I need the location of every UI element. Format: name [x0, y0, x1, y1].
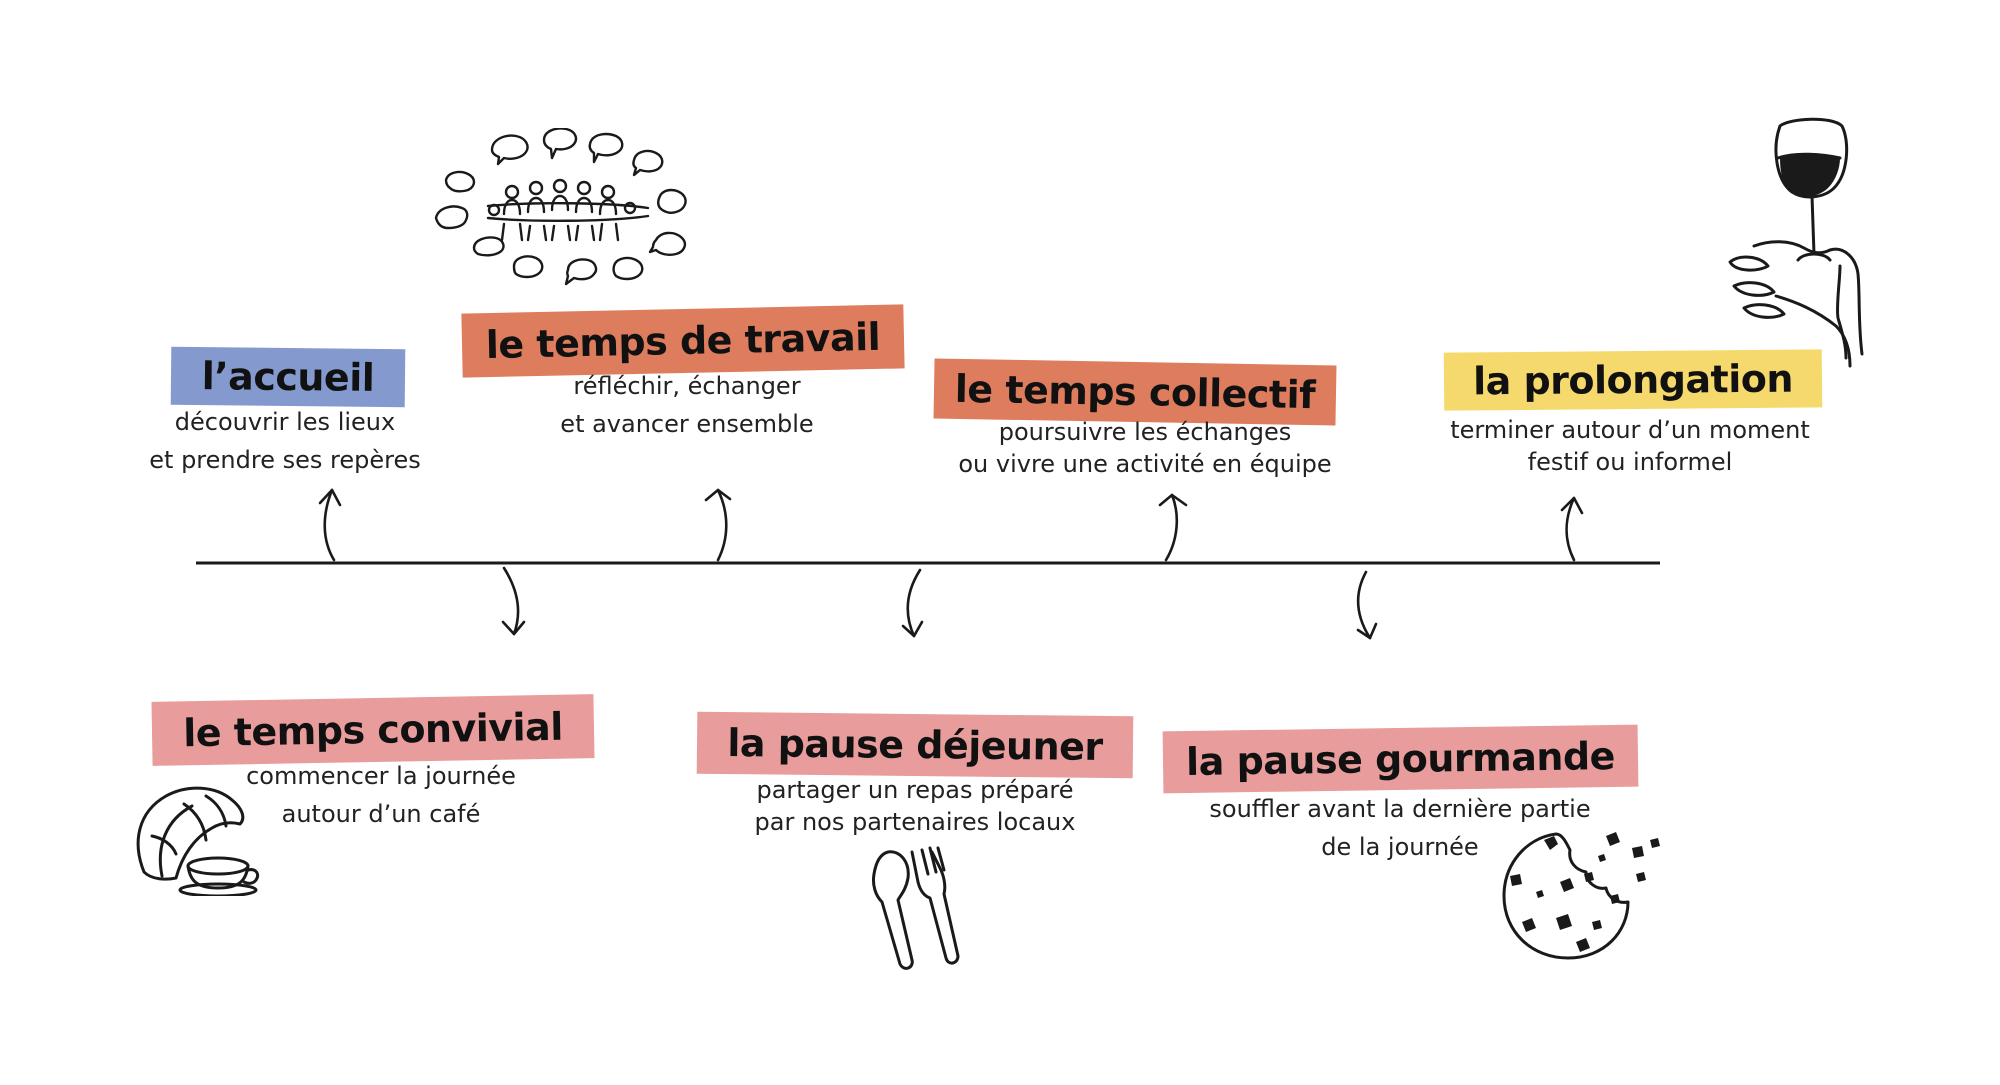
arrow-down-gourmande — [1356, 570, 1378, 640]
step-title-accueil: l’accueil — [170, 346, 406, 408]
step-title-convivial: le temps convivial — [151, 694, 595, 766]
step-title-dejeuner: la pause déjeuner — [696, 711, 1134, 779]
step-description-convivial: commencer la journée autour d’un café — [206, 757, 556, 833]
step-description-prolongation: terminer autour d’un moment festif ou in… — [1420, 414, 1840, 478]
description-line: souffler avant la dernière partie — [1209, 795, 1591, 823]
step-title-text: la pause déjeuner — [727, 721, 1103, 769]
arrow-down-dejeuner — [901, 568, 924, 638]
step-title-text: le temps de travail — [485, 314, 881, 368]
description-line: commencer la journée — [246, 762, 516, 790]
step-description-accueil: découvrir les lieux et prendre ses repèr… — [120, 403, 450, 479]
step-title-text: le temps collectif — [954, 366, 1316, 418]
description-line: terminer autour d’un moment — [1450, 416, 1810, 444]
description-line: et avancer ensemble — [560, 410, 814, 438]
description-line: réfléchir, échanger — [573, 372, 801, 400]
description-line: festif ou informel — [1527, 448, 1733, 476]
arrow-up-travail — [704, 488, 732, 562]
spoon-fork-icon — [872, 846, 960, 970]
arrow-up-accueil — [318, 488, 342, 562]
step-title-text: la pause gourmande — [1185, 734, 1616, 784]
arrow-up-prolongation — [1560, 496, 1584, 562]
description-line: ou vivre une activité en équipe — [958, 450, 1332, 478]
step-description-gourmande: souffler avant la dernière partie de la … — [1180, 790, 1620, 866]
description-line: de la journée — [1321, 833, 1479, 861]
arrow-down-convivial — [501, 566, 526, 636]
description-line: poursuivre les échanges — [998, 418, 1292, 446]
croissant-coffee-icon — [136, 786, 260, 896]
wine-glass-icon — [1728, 117, 1864, 368]
description-line: autour d’un café — [281, 800, 481, 828]
step-title-text: le temps convivial — [182, 704, 564, 756]
arrow-up-collectif — [1158, 493, 1188, 562]
description-line: et prendre ses repères — [149, 446, 421, 474]
description-line: découvrir les lieux — [174, 408, 396, 436]
step-description-dejeuner: partager un repas préparé par nos parten… — [720, 774, 1110, 838]
step-title-gourmande: la pause gourmande — [1162, 724, 1639, 794]
step-description-travail: réfléchir, échanger et avancer ensemble — [512, 367, 862, 443]
step-title-text: l’accueil — [201, 354, 375, 400]
people-discussion-icon — [434, 128, 687, 286]
cookie-icon — [1502, 832, 1660, 960]
step-description-collectif: poursuivre les échanges ou vivre une act… — [940, 416, 1350, 480]
description-line: par nos partenaires locaux — [754, 808, 1076, 836]
description-line: partager un repas préparé — [756, 776, 1074, 804]
